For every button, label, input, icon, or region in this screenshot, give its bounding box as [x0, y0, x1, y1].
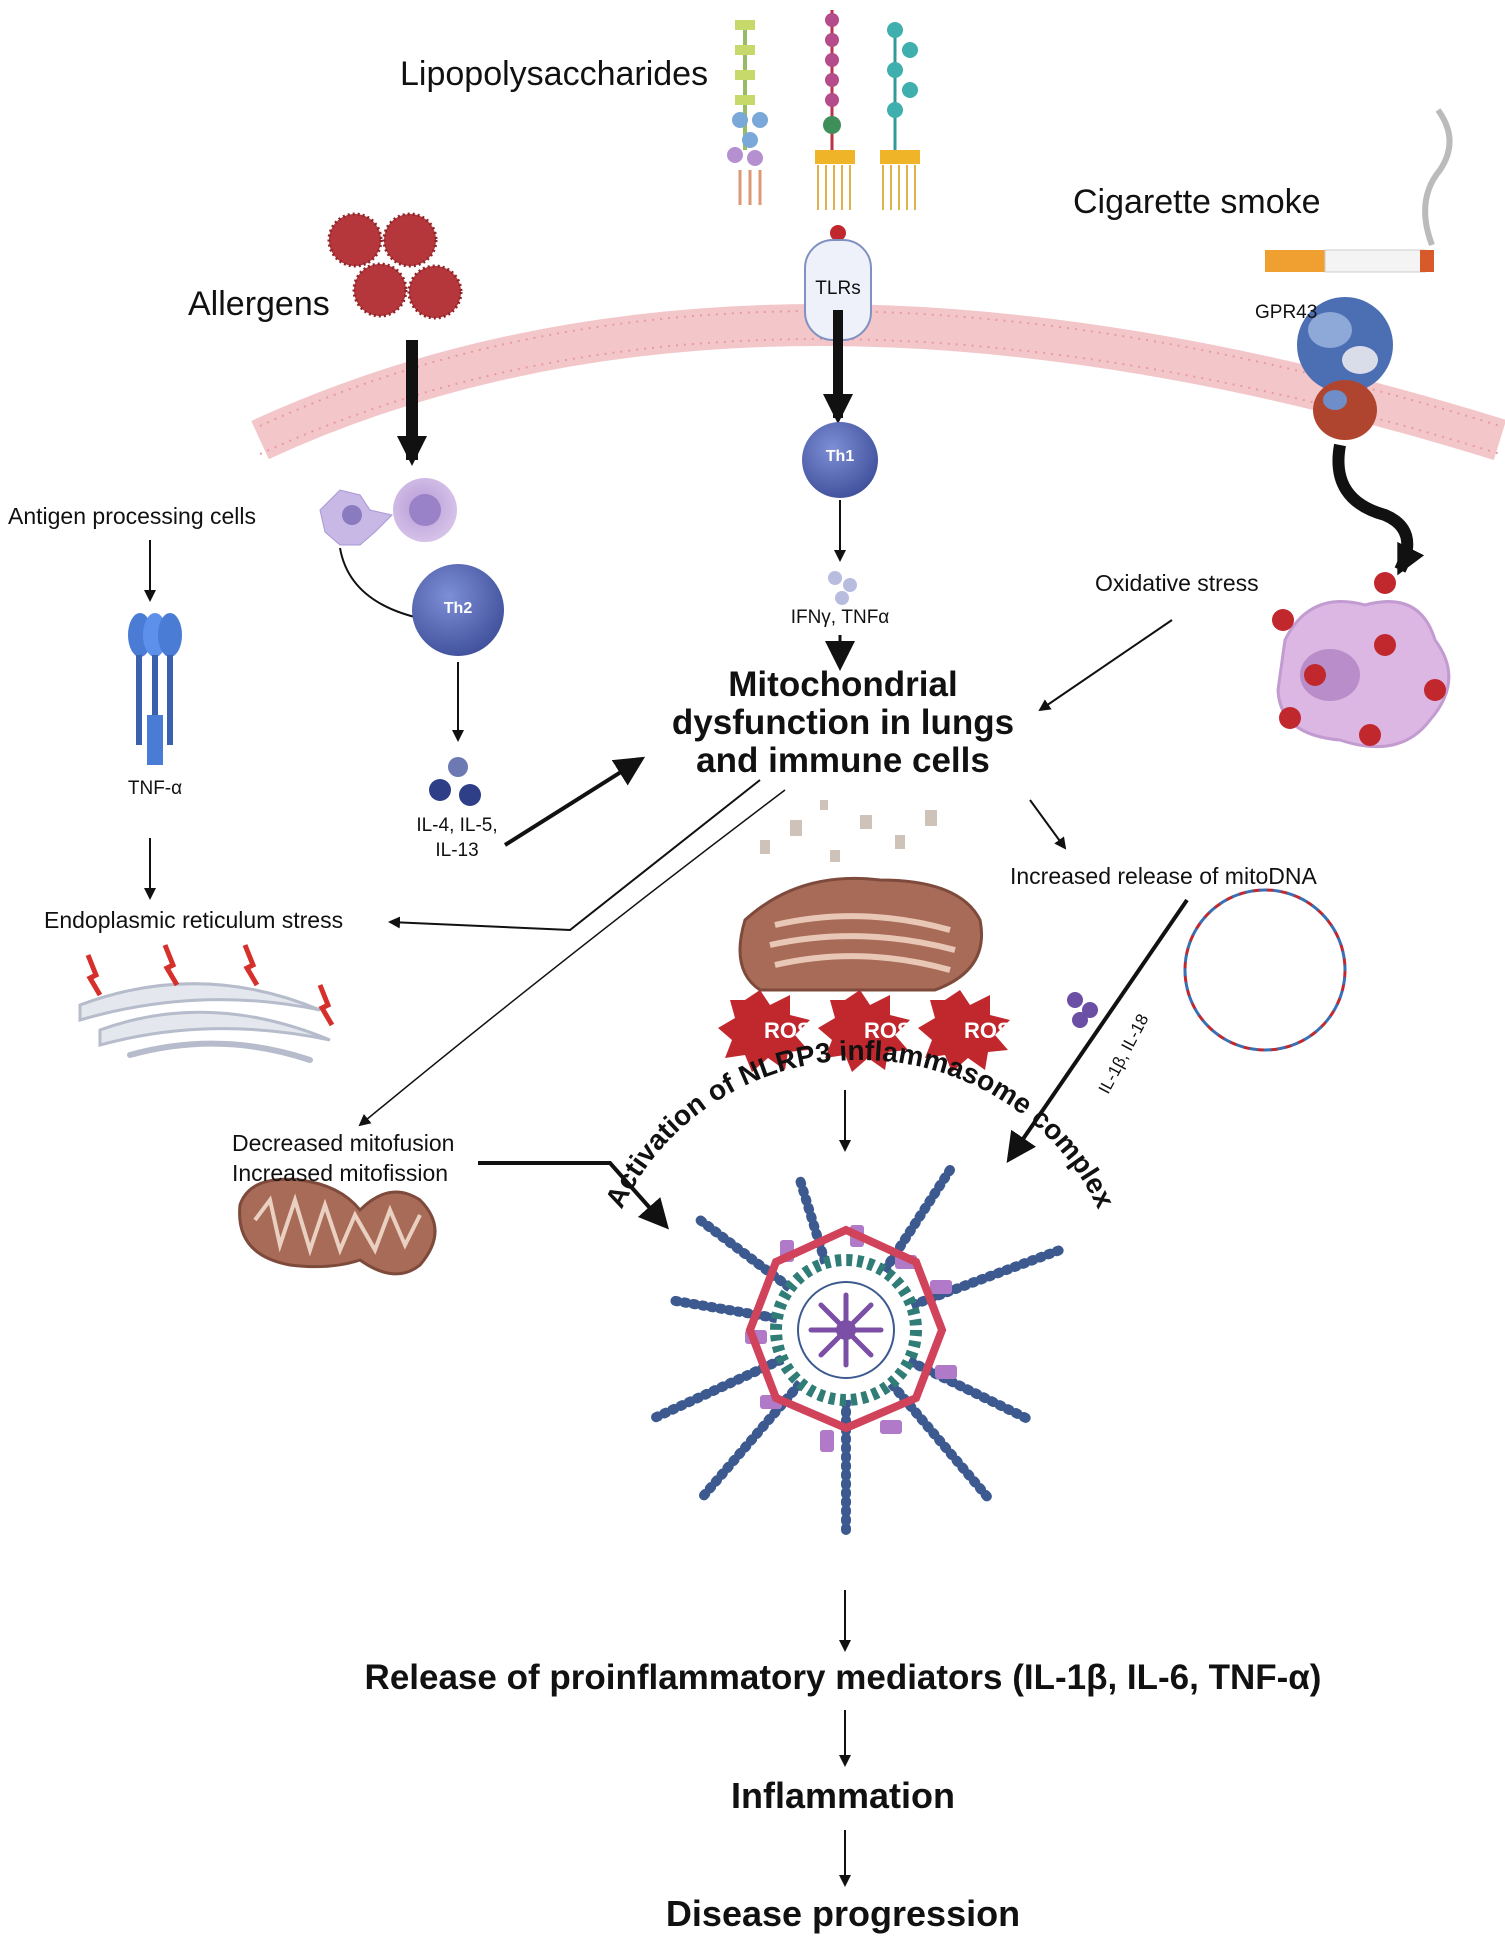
il4-cytokine-icon	[429, 757, 481, 806]
gpr43-arrow	[1332, 443, 1425, 576]
inflammation-label: Inflammation	[730, 1775, 956, 1816]
ros-label-2: ROS	[864, 1018, 912, 1043]
nlrp3-inflammasome-icon	[645, 1165, 1065, 1535]
th1-label: Th1	[825, 448, 855, 465]
antigen-processing-cell-icon	[319, 478, 457, 546]
ifn-tnf-label: IFNγ, TNFα	[790, 607, 890, 628]
lipopolysaccharide-icon	[727, 10, 920, 210]
ifn-cytokine-icon	[828, 571, 857, 605]
gpr43-label: GPR43	[1255, 302, 1318, 323]
cigarette-icon	[1265, 108, 1453, 273]
gpr43-receptor-icon	[1297, 297, 1393, 440]
allergen-icon	[327, 212, 463, 320]
il4-to-center-arrow	[503, 756, 646, 847]
oxidative-arrow	[1038, 619, 1173, 712]
release-mediators-label: Release of proinflammatory mediators (IL…	[364, 1658, 1322, 1697]
ros-label-1: ROS	[764, 1018, 812, 1043]
antigen-processing-cells-label: Antigen processing cells	[8, 503, 257, 529]
center-to-mitodna-arrow	[1029, 799, 1067, 850]
oxidative-stress-cell-icon	[1276, 600, 1451, 749]
il1b-cytokine-icon	[1067, 992, 1098, 1028]
tlrs-label: TLRs	[815, 278, 861, 299]
oxidative-stress-label: Oxidative stress	[1095, 570, 1259, 596]
title-line-1: Mitochondrial	[728, 665, 958, 704]
apc-to-th2-arrow	[339, 547, 430, 624]
ros-label-3: ROS	[964, 1018, 1012, 1043]
mitodna-to-nlrp3-arrow	[1006, 898, 1189, 1163]
mitochondrion-icon	[238, 1177, 437, 1276]
tnf-receptor-icon	[128, 613, 182, 765]
cigarette-smoke-label: Cigarette smoke	[1073, 183, 1321, 221]
mitofusion-to-nlrp3-arrow	[478, 1161, 669, 1230]
o2-radical-icon	[1272, 572, 1446, 746]
center-to-er-arrow	[388, 779, 761, 932]
ros-stars: ROS ROS ROS	[718, 990, 1012, 1072]
il4-label-line1: IL-4, IL-5,	[416, 815, 498, 836]
endoplasmic-reticulum-icon	[78, 944, 335, 1063]
th2-label: Th2	[443, 600, 473, 617]
allergens-label: Allergens	[188, 285, 330, 323]
mitodna-label: Increased release of mitoDNA	[1010, 863, 1317, 889]
mitofusion-label-line1: Decreased mitofusion	[232, 1130, 455, 1156]
center-to-mitofusion-arrow	[358, 789, 786, 1127]
title-line-2: dysfunction in lungs	[671, 703, 1015, 742]
il4-label-line2: IL-13	[435, 840, 479, 861]
th2-cell-icon	[412, 564, 504, 656]
th1-cell-icon	[802, 422, 878, 498]
mitofusion-label-line2: Increased mitofission	[232, 1160, 449, 1186]
title-line-3: and immune cells	[696, 741, 990, 780]
nlrp3-arc-label: Activation of NLRP3 inflammasome complex	[599, 1035, 1121, 1213]
disease-progression-label: Disease progression	[665, 1893, 1021, 1934]
mito-dna-icon	[1183, 888, 1347, 1052]
er-stress-label: Endoplasmic reticulum stress	[44, 907, 344, 933]
mitochondrial-dysfunction-title: Mitochondrial dysfunction in lungs and i…	[672, 666, 1014, 780]
damaged-mitochondrion-icon	[738, 800, 983, 992]
lipopolysaccharides-label: Lipopolysaccharides	[400, 55, 709, 93]
tnf-alpha-label: TNF-α	[127, 778, 183, 799]
